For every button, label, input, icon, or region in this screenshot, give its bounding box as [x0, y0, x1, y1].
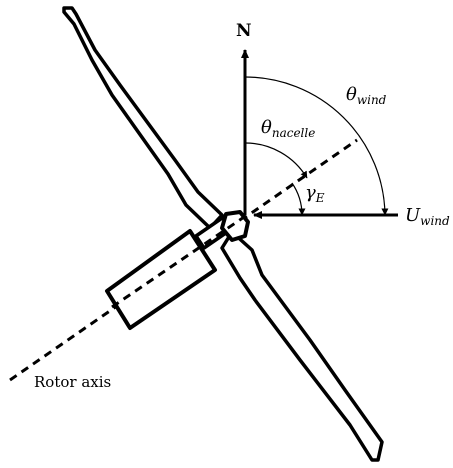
gamma-e-arc	[291, 182, 306, 216]
theta-wind-label: θwind	[346, 84, 387, 107]
u-wind-label: Uwind	[405, 205, 450, 228]
north-label: N	[236, 21, 252, 41]
lower-blade	[220, 230, 384, 462]
theta-nacelle-label: θnacelle	[261, 117, 315, 140]
rotor-axis-label: Rotor axis	[34, 373, 111, 391]
upper-blade	[62, 6, 224, 230]
nacelle-body	[105, 229, 217, 330]
theta-nacelle-arc	[244, 142, 308, 179]
gamma-e-label: γE	[305, 182, 325, 205]
theta-wind-arc	[244, 76, 389, 216]
